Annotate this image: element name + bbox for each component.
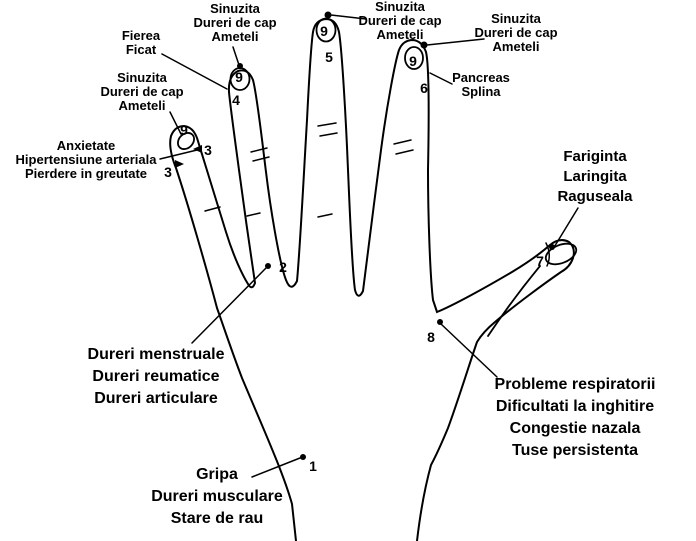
label-line: Splina [461,84,501,99]
dot-finger3-tip [324,11,332,19]
point-number-9-finger2: 9 [235,69,243,85]
label-line: Dificultati la inghitire [495,398,655,415]
leader-probleme [440,323,498,378]
label-fierea: Fierea Ficat [91,29,191,57]
label-gripa: Gripa Dureri musculare Stare de rau [127,464,307,530]
label-line: Dureri musculare [151,488,283,505]
label-line: Fierea [121,28,161,43]
label-line: Ficat [125,42,157,57]
point-number-9-finger4: 9 [409,53,417,69]
label-line: Probleme respiratorii [494,376,656,393]
label-line: Sinuzita [210,1,260,16]
leader-lines [159,14,579,478]
label-line: Stare de rau [170,510,264,527]
label-line: Laringita [563,168,627,185]
label-line: Anxietate [56,138,116,153]
leader-sinuzita-top-right [426,38,485,46]
dot-point-8 [437,319,443,325]
label-dureri-menstruale: Dureri menstruale Dureri reumatice Durer… [61,344,251,410]
label-line: Pancreas [452,70,510,85]
leader-sinuzita-top-center [330,14,367,20]
leader-anxietate [159,149,198,160]
label-line: Dureri de cap [358,13,442,28]
leader-pancreas [429,72,453,85]
label-line: Ameteli [211,29,259,44]
crease-marks [204,122,550,267]
label-line: Dureri de cap [193,15,277,30]
leader-fariginta [552,207,579,250]
label-line: Dureri menstruale [87,346,225,363]
nail-finger4 [404,46,424,70]
label-anxietate: Anxietate Hipertensiune arteriala Pierde… [1,139,171,181]
label-line: Sinuzita [491,11,541,26]
label-sinuzita-top-left: Sinuzita Dureri de cap Ameteli [170,2,300,44]
label-line: Ameteli [118,98,166,113]
point-number-1: 1 [309,458,317,474]
thumb-tip-oval [544,242,578,266]
label-line: Tuse persistenta [512,442,638,459]
arrowhead-point3-lower [175,160,184,168]
nail-finger3 [315,17,337,43]
hand-contour [169,17,575,541]
label-line: Ameteli [376,27,424,42]
point-number-9-index: 9 [180,122,188,138]
label-sinuzita-top-right: Sinuzita Dureri de cap Ameteli [451,12,581,54]
label-probleme-respiratorii: Probleme respiratorii Dificultati la ing… [465,374,685,462]
point-number-3-lower: 3 [164,164,172,180]
label-line: Ameteli [492,39,540,54]
point-number-3-upper: 3 [204,142,212,158]
label-sinuzita-left: Sinuzita Dureri de cap Ameteli [77,71,207,113]
dot-point-2 [265,263,271,269]
label-line: Gripa [196,466,238,483]
point-number-5: 5 [325,49,333,65]
label-line: Pierdere in greutate [24,166,148,181]
leader-sinuzita-top-left [232,46,240,66]
label-line: Dureri articulare [94,390,218,407]
label-line: Dureri reumatice [92,368,220,385]
leader-dureri-menstruale [191,267,267,344]
dot-finger2-tip [237,63,243,69]
point-dots [237,11,555,460]
point-number-7: 7 [536,253,544,269]
nail-index-finger [177,132,195,150]
dot-point-1 [300,454,306,460]
label-line: Sinuzita [375,0,425,14]
point-number-9-finger3: 9 [320,23,328,39]
point-number-2: 2 [279,259,287,275]
thumb-crease [487,265,541,337]
label-pancreas: Pancreas Splina [426,71,536,99]
label-line: Dureri de cap [100,84,184,99]
point-number-6: 6 [420,80,428,96]
dot-finger4-tip [420,41,428,49]
leader-sinuzita-left [169,111,182,135]
label-sinuzita-top-center: Sinuzita Dureri de cap Ameteli [335,0,465,42]
leader-fierea [161,53,228,90]
label-line: Hipertensiune arteriala [15,152,157,167]
arrowhead-point3-upper [193,145,202,153]
label-line: Raguseala [557,188,633,205]
label-line: Fariginta [563,148,627,165]
point-number-8: 8 [427,329,435,345]
point-number-4: 4 [232,92,240,108]
label-line: Congestie nazala [509,420,641,437]
dot-point-7 [549,244,555,250]
label-line: Sinuzita [117,70,167,85]
leader-gripa [251,457,301,478]
label-line: Dureri de cap [474,25,558,40]
label-fariginta: Fariginta Laringita Raguseala [520,147,670,207]
